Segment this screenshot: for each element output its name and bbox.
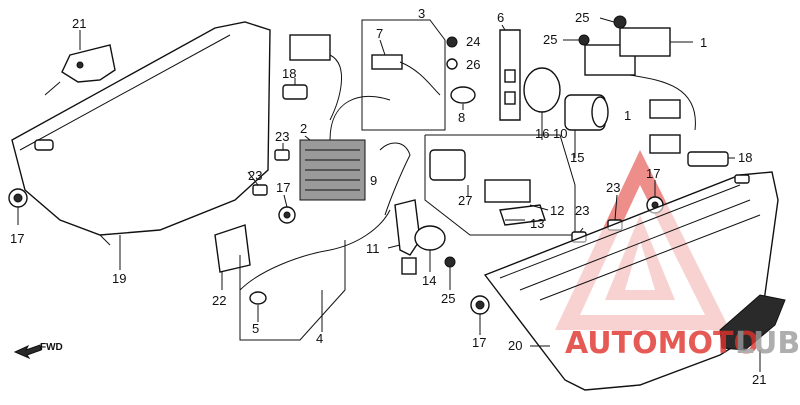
part-grommet-left [8, 188, 28, 225]
label-23-d: 23 [575, 203, 589, 218]
part-wire-9 [379, 142, 411, 216]
label-26: 26 [466, 57, 480, 72]
label-18-left: 18 [282, 66, 296, 81]
watermark-text-red: AUTOMOTO [565, 326, 759, 361]
label-23-b: 23 [248, 168, 262, 183]
part-round-16 [523, 67, 561, 125]
label-24: 24 [466, 34, 480, 49]
label-12: 12 [550, 203, 564, 218]
label-25-bottom: 25 [441, 291, 455, 306]
label-22: 22 [212, 293, 226, 308]
label-6: 6 [497, 10, 504, 25]
label-19: 19 [112, 271, 126, 286]
watermark-text: AUTOMOTO LUB [565, 326, 800, 361]
label-25-mid: 25 [543, 32, 557, 47]
label-14: 14 [422, 273, 436, 288]
label-20: 20 [508, 338, 522, 353]
label-21-bottom: 21 [752, 372, 766, 387]
part-bracket-6 [499, 29, 521, 121]
part-cable-3 [361, 19, 476, 131]
part-capacitor [564, 94, 609, 150]
label-27: 27 [458, 193, 472, 208]
part-starter-relay [424, 134, 576, 236]
label-17-a: 17 [276, 180, 290, 195]
part-nut-25c [444, 256, 456, 268]
part-bracket-top [44, 30, 116, 96]
label-1-top: 1 [700, 35, 707, 50]
label-5: 5 [252, 321, 259, 336]
part-right-side-cover [483, 171, 779, 391]
label-17-c: 17 [10, 231, 24, 246]
part-cable-4 [239, 209, 391, 341]
label-17-b: 17 [646, 166, 660, 181]
part-connector-top [289, 34, 343, 121]
part-bracket-11-14 [394, 199, 446, 275]
part-left-side-cover [11, 21, 271, 270]
label-9: 9 [370, 173, 377, 188]
label-25-top: 25 [575, 10, 589, 25]
label-17-d: 17 [472, 335, 486, 350]
label-1-mid: 1 [624, 108, 631, 123]
fwd-arrow-icon: FWD [13, 342, 63, 360]
part-nuts-24-26 [446, 36, 458, 70]
label-23-a: 23 [275, 129, 289, 144]
watermark-text-grey: LUB [735, 326, 800, 361]
label-13: 13 [530, 216, 544, 231]
label-21-top: 21 [72, 16, 86, 31]
part-label-plate [214, 224, 251, 290]
leader-lines [247, 17, 735, 347]
label-16: 16 [535, 126, 549, 141]
part-rubber-18b [687, 151, 729, 167]
label-15: 15 [570, 150, 584, 165]
fwd-label: FWD [40, 342, 63, 353]
part-rubber-18a [282, 84, 308, 100]
part-regulator [299, 95, 391, 201]
label-8: 8 [458, 110, 465, 125]
part-labels: 21 3 6 25 25 1 7 24 26 18 8 2 23 16 10 1… [10, 6, 766, 387]
part-relays [584, 27, 696, 154]
label-4: 4 [316, 331, 323, 346]
label-2: 2 [300, 121, 307, 136]
label-7: 7 [376, 26, 383, 41]
label-18-right: 18 [738, 150, 752, 165]
part-bracket-bottom [719, 294, 786, 372]
label-10: 10 [553, 126, 567, 141]
label-3: 3 [418, 6, 425, 21]
label-23-c: 23 [606, 180, 620, 195]
label-11: 11 [366, 241, 380, 256]
